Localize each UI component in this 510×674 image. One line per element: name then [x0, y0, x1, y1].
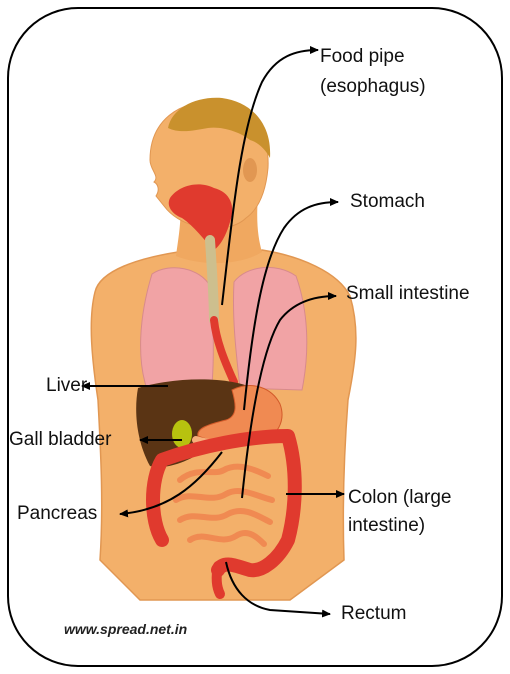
label-colon-text: Colon (large intestine) — [348, 484, 452, 540]
ear — [243, 158, 257, 182]
source-credit: www.spread.net.in — [64, 621, 187, 637]
rectum-organ — [217, 566, 220, 594]
label-gall-bladder: Gall bladder — [9, 429, 111, 451]
label-rectum: Rectum — [341, 603, 406, 625]
lung-right — [233, 267, 306, 390]
gall-bladder-organ — [172, 420, 192, 448]
label-liver: Liver — [46, 375, 87, 397]
label-colon: Colon (large intestine) — [348, 484, 452, 540]
lung-left — [141, 268, 214, 386]
label-food-pipe: Food pipe (esophagus) — [320, 42, 426, 102]
label-pancreas: Pancreas — [17, 503, 97, 525]
label-small-intestine: Small intestine — [346, 283, 470, 305]
esophagus — [210, 240, 214, 320]
label-food-pipe-text: Food pipe (esophagus) — [320, 42, 426, 102]
label-stomach: Stomach — [350, 191, 425, 213]
